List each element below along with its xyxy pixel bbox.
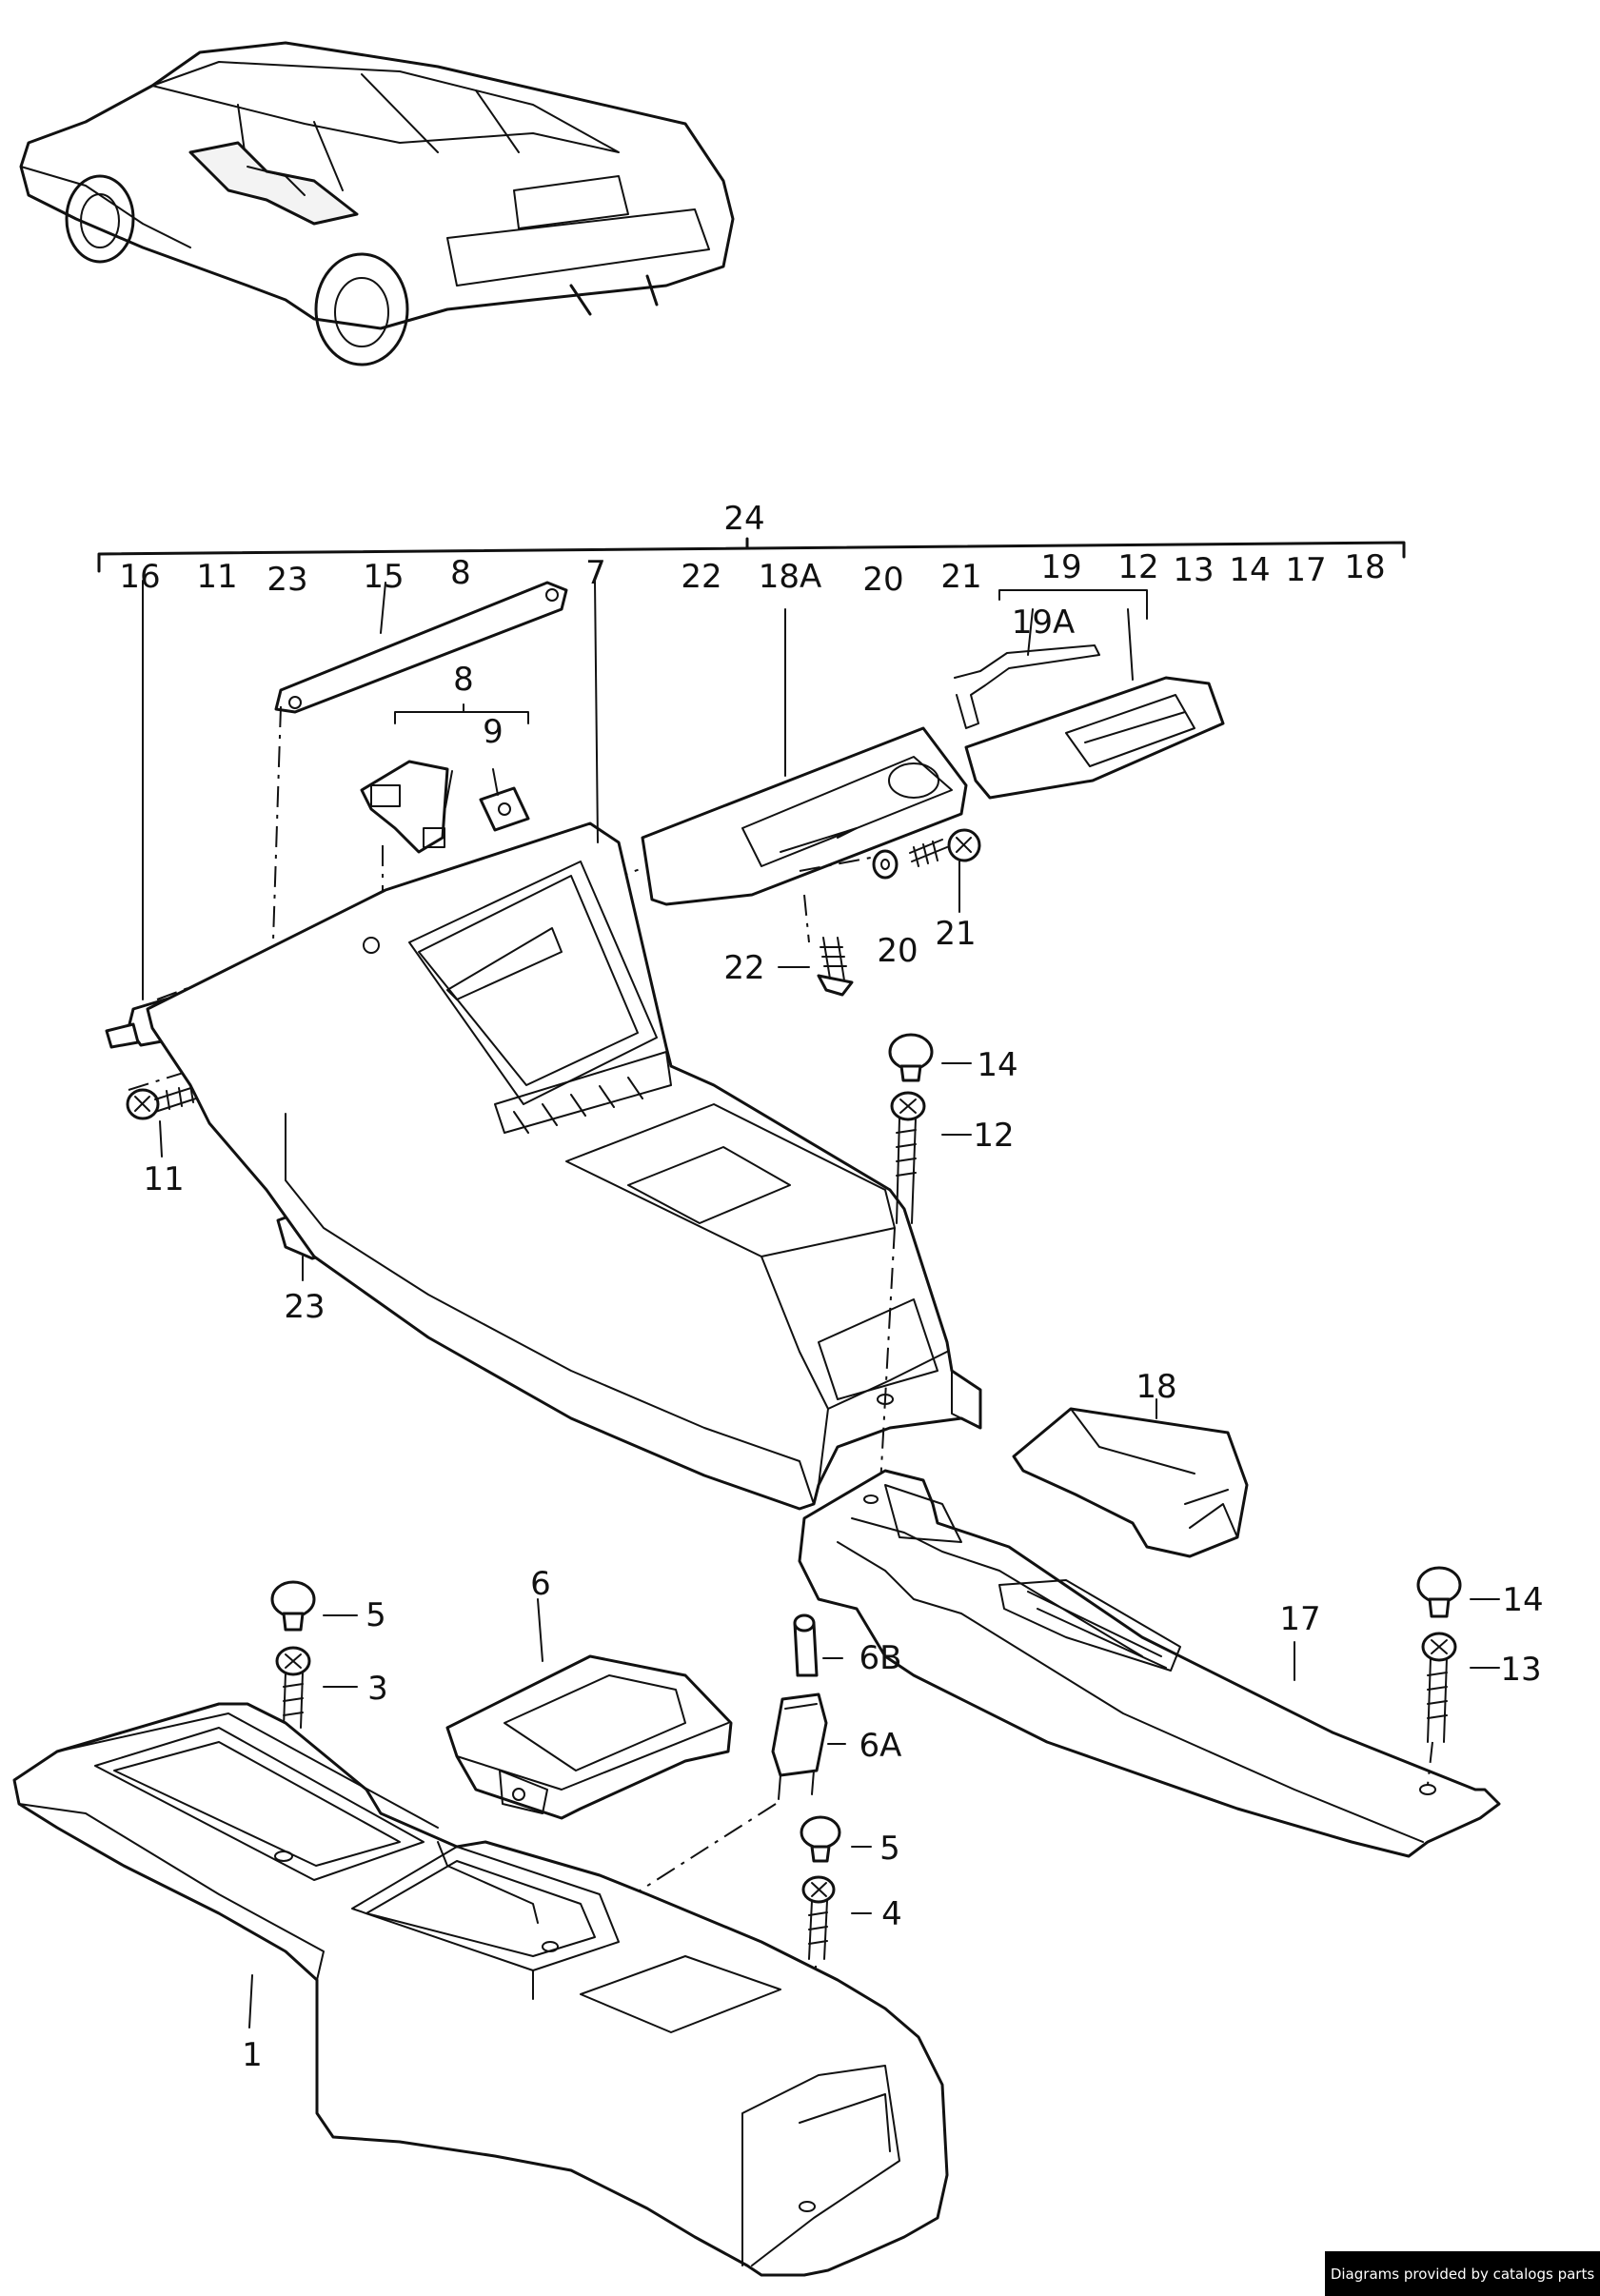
part-11-screw: [126, 1084, 203, 1158]
callout-11-top: 11: [196, 558, 237, 596]
part-6A-socket: [551, 1692, 846, 1948]
callout-14-top: 14: [1229, 551, 1270, 589]
callout-20-top: 20: [862, 561, 903, 599]
callout-20: 20: [877, 932, 918, 970]
callout-5-left: 5: [365, 1596, 386, 1634]
callout-5-right: 5: [879, 1830, 900, 1868]
callout-1: 1: [242, 2036, 263, 2074]
callout-8-top: 8: [450, 554, 471, 592]
part-4-screw-right: [801, 1875, 872, 2205]
part-6-tray: [445, 1598, 733, 1820]
callout-11: 11: [143, 1160, 184, 1198]
assembly-bracket-24: [97, 537, 1406, 573]
part-22-screw: [778, 937, 854, 997]
part-16-clip: [105, 580, 190, 1049]
part-13-screw-right: [1421, 1632, 1500, 1786]
car-thumbnail: [19, 41, 735, 366]
callout-labels: 24 16 11 23 15 8 7 22 18A 20 21 19 12 13…: [119, 500, 1543, 2074]
credit-banner: Diagrams provided by catalogs parts: [1325, 2251, 1600, 2296]
callout-17: 17: [1279, 1600, 1320, 1638]
callout-3: 3: [367, 1670, 388, 1708]
callout-23: 23: [284, 1288, 325, 1326]
callout-12-top: 12: [1117, 548, 1158, 586]
callout-22: 22: [723, 949, 764, 987]
callout-19: 19: [1040, 548, 1081, 586]
part-19-ashtray-insert: [964, 608, 1225, 800]
callout-19A: 19A: [1012, 604, 1076, 642]
callout-6: 6: [530, 1565, 551, 1603]
callout-15: 15: [363, 558, 404, 596]
part-6B-bulb: [793, 1613, 843, 1677]
callout-4: 4: [881, 1895, 902, 1933]
callout-18A-top: 18A: [759, 558, 822, 596]
callout-22-top: 22: [681, 558, 721, 596]
part-1-rear-console: [12, 1702, 949, 2277]
part-18A-ashtray-housing: [641, 608, 968, 906]
part-7-console-body: [146, 580, 982, 1511]
callout-14-right: 14: [1502, 1581, 1543, 1619]
callout-18-top: 18: [1344, 548, 1385, 586]
part-15-strip: [274, 581, 568, 714]
callout-17-top: 17: [1285, 551, 1326, 589]
callout-13: 13: [1500, 1651, 1541, 1689]
callout-18: 18: [1136, 1368, 1176, 1406]
part-9-nut: [479, 768, 530, 832]
callout-8: 8: [453, 661, 474, 699]
callout-6B: 6B: [859, 1639, 902, 1677]
part-19A-clip: [954, 589, 1148, 729]
callout-14-mid: 14: [977, 1046, 1017, 1084]
part-5-cap-right: [800, 1815, 872, 1863]
callout-21: 21: [935, 915, 976, 953]
part-17-rail: [798, 1469, 1501, 1858]
part-20-washer: [872, 849, 899, 880]
callout-7: 7: [585, 554, 606, 592]
part-5-cap-left: [270, 1580, 358, 1632]
part-14-cap-mid: [888, 1033, 972, 1082]
callout-9: 9: [483, 713, 504, 751]
callout-6A: 6A: [859, 1727, 902, 1765]
part-21-screw: [909, 828, 981, 913]
callout-23-top: 23: [267, 561, 307, 599]
part-18-tray: [1012, 1398, 1249, 1558]
callout-13-top: 13: [1173, 551, 1214, 589]
callout-16: 16: [119, 558, 160, 596]
callout-21-top: 21: [940, 558, 981, 596]
callout-12: 12: [973, 1117, 1014, 1155]
part-14-cap-right: [1416, 1566, 1500, 1618]
part-8-clip: [360, 703, 529, 854]
callout-24: 24: [723, 500, 764, 538]
part-12-screw-mid: [879, 1091, 972, 1486]
